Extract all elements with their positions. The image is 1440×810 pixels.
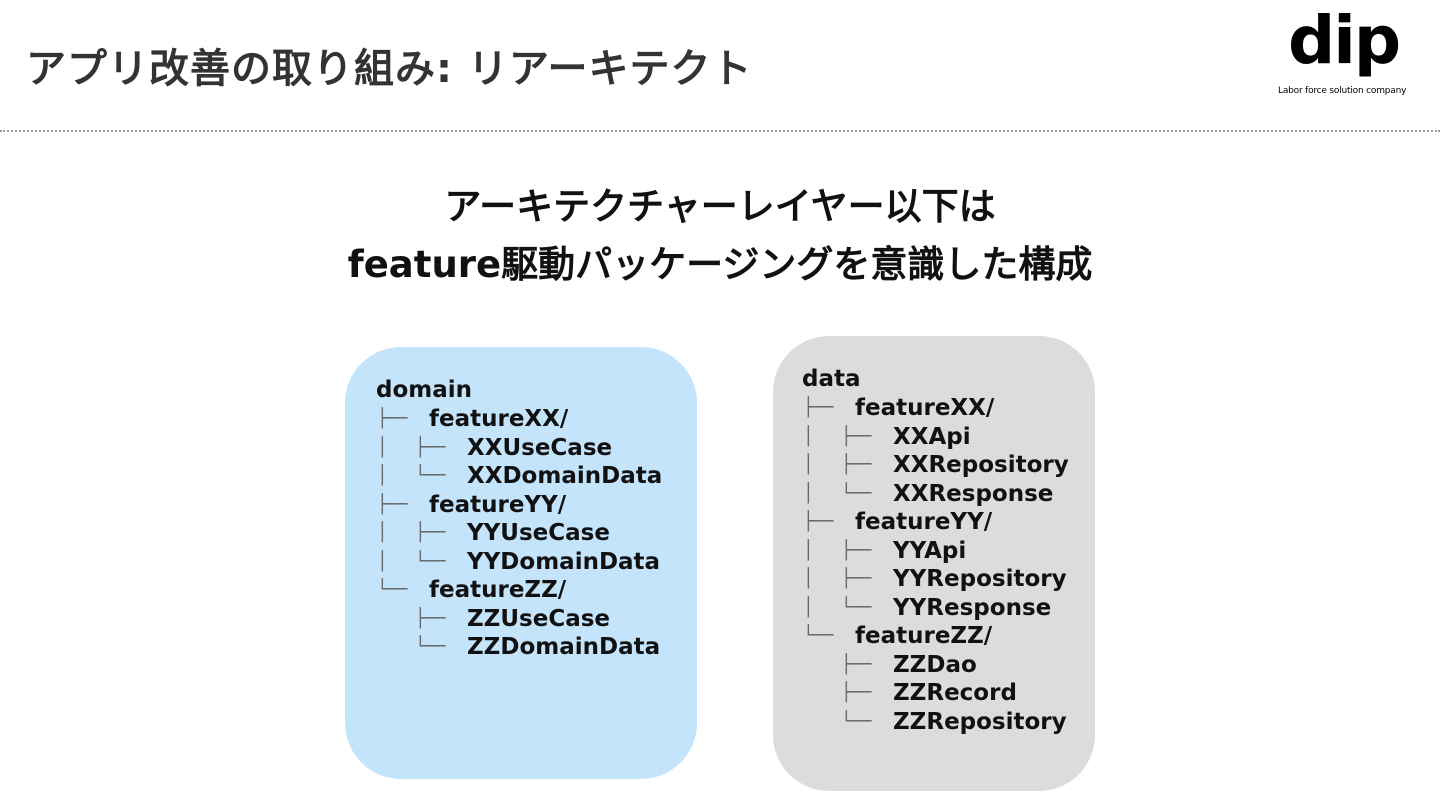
tree-connector: ├── (841, 568, 872, 589)
tree-connector: ├── (377, 493, 408, 515)
tree-indent-guide: │ (377, 465, 388, 486)
domain-tree: ├── featureXX/ │ ├── XXUseCase │ └── XXDomainDa… (377, 405, 662, 662)
tree-connector: └── (415, 465, 446, 486)
tree-connector: └── (803, 625, 834, 646)
tree-file-item: ├── ZZDao (803, 651, 1069, 680)
tree-file-item: │ ├── YYRepository (803, 565, 1069, 594)
folder-label: featureZZ/ (855, 623, 993, 649)
tree-connector: ├── (377, 408, 408, 429)
file-label: XXDomainData (467, 463, 663, 489)
tree-connector: ├── (841, 682, 872, 703)
file-label: XXApi (893, 423, 971, 450)
tree-file-item: │ ├── XXRepository (803, 451, 1069, 480)
tree-connector: └── (415, 636, 446, 657)
tree-connector: ├── (415, 522, 446, 543)
logo-mark: dip (1288, 2, 1401, 79)
file-label: ZZRecord (893, 680, 1017, 706)
tree-file-item: │ └── XXDomainData (377, 462, 662, 491)
folder-label: featureXX/ (429, 406, 569, 432)
tree-connector: ├── (803, 397, 834, 418)
folder-label: featureXX/ (855, 395, 995, 421)
dip-logo: dip Labor force solution company (1278, 8, 1412, 100)
tree-connector: ├── (841, 653, 872, 675)
tree-file-item: │ ├── YYApi (803, 537, 1069, 566)
tree-connector: └── (841, 710, 872, 732)
tree-connector: ├── (841, 454, 872, 475)
file-label: XXUseCase (467, 434, 613, 461)
tree-folder-item: ├── featureXX/ (377, 405, 662, 434)
tree-indent-guide: │ (803, 539, 814, 561)
file-label: YYResponse (893, 594, 1052, 621)
headline-line-1: アーキテクチャーレイヤー以下は (444, 185, 996, 228)
file-label: ZZDomainData (467, 634, 661, 660)
tree-connector: └── (841, 482, 872, 504)
tree-indent-guide: │ (803, 482, 814, 504)
tree-file-item: ├── ZZRecord (803, 679, 1069, 708)
tree-file-item: │ ├── XXUseCase (377, 434, 662, 463)
tree-folder-item: ├── featureYY/ (377, 491, 662, 520)
tree-connector: ├── (803, 511, 834, 532)
folder-label: featureZZ/ (429, 577, 567, 603)
tree-connector: ├── (841, 539, 872, 561)
tree-file-item: │ ├── XXApi (803, 423, 1069, 452)
tree-file-item: │ └── YYResponse (803, 594, 1069, 623)
file-label: YYRepository (893, 566, 1067, 592)
data-tree-panel: data ├── featureXX/ │ ├── XXApi │ ├── XXReposit… (773, 336, 1095, 791)
tree-connector: ├── (415, 436, 446, 458)
header-divider (0, 130, 1440, 132)
tree-file-item: └── ZZDomainData (377, 633, 662, 662)
file-label: XXRepository (893, 452, 1069, 478)
page-title: アプリ改善の取り組み: リアーキテクト (26, 46, 753, 92)
data-tree: ├── featureXX/ │ ├── XXApi │ ├── XXRepository │ └… (803, 394, 1069, 736)
file-label: ZZDao (893, 651, 977, 678)
tree-indent-guide: │ (803, 425, 814, 447)
headline-line-2: feature駆動パッケージングを意識した構成 (347, 243, 1093, 286)
tree-connector: └── (415, 550, 446, 572)
tree-file-item: │ ├── YYUseCase (377, 519, 662, 548)
file-label: ZZUseCase (467, 605, 611, 632)
folder-label: featureYY/ (855, 509, 993, 535)
folder-label: featureYY/ (429, 491, 567, 518)
tree-folder-item: └── featureZZ/ (377, 576, 662, 605)
logo-tagline: Labor force solution company (1278, 86, 1407, 96)
file-label: XXResponse (893, 480, 1054, 507)
file-label: ZZRepository (893, 708, 1067, 735)
tree-folder-item: ├── featureXX/ (803, 394, 1069, 423)
file-label: YYApi (893, 537, 967, 564)
tree-folder-item: ├── featureYY/ (803, 508, 1069, 537)
tree-file-item: ├── ZZUseCase (377, 605, 662, 634)
tree-file-item: │ └── YYDomainData (377, 548, 662, 577)
tree-connector: └── (841, 596, 872, 618)
tree-indent-guide: │ (377, 550, 388, 572)
tree-root-label: domain (376, 377, 473, 403)
tree-folder-item: └── featureZZ/ (803, 622, 1069, 651)
tree-connector: ├── (415, 607, 446, 629)
tree-indent-guide: │ (377, 522, 388, 543)
tree-indent-guide: │ (803, 596, 814, 618)
file-label: YYUseCase (467, 520, 610, 546)
tree-indent-guide: │ (803, 568, 814, 589)
tree-file-item: └── ZZRepository (803, 708, 1069, 737)
domain-tree-panel: domain ├── featureXX/ │ ├── XXUseCase │ └── XXD… (345, 347, 697, 779)
slide-headline: アーキテクチャーレイヤー以下は feature駆動パッケージングを意識した構成 (0, 178, 1440, 294)
tree-root-label: data (802, 366, 861, 392)
file-label: YYDomainData (467, 548, 661, 575)
tree-connector: ├── (841, 425, 872, 447)
tree-connector: └── (377, 579, 408, 600)
tree-indent-guide: │ (377, 436, 388, 458)
tree-indent-guide: │ (803, 454, 814, 475)
tree-file-item: │ └── XXResponse (803, 480, 1069, 509)
